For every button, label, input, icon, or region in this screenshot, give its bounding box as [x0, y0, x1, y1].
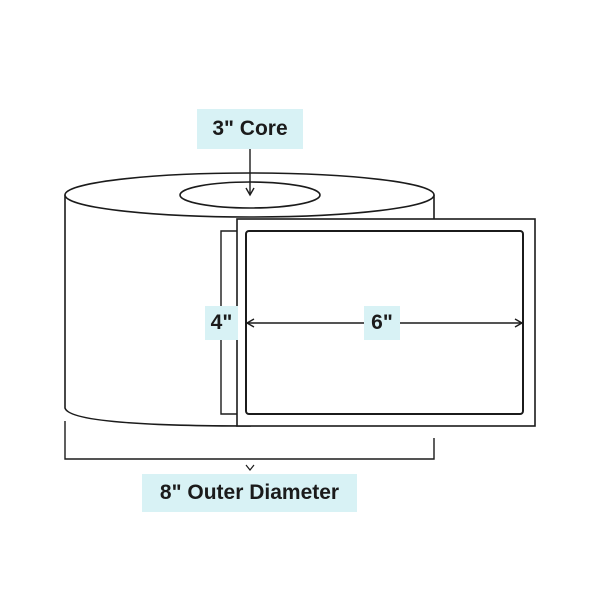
chevron-down-icon: [245, 464, 255, 471]
label-height-label: 4": [205, 306, 238, 340]
outer-diameter-bracket: [64, 421, 435, 460]
outer-diameter-label: 8" Outer Diameter: [142, 474, 357, 512]
arrow-down-icon: [245, 149, 255, 197]
label-width-label: 6": [364, 306, 400, 340]
core-size-label: 3" Core: [197, 109, 303, 149]
